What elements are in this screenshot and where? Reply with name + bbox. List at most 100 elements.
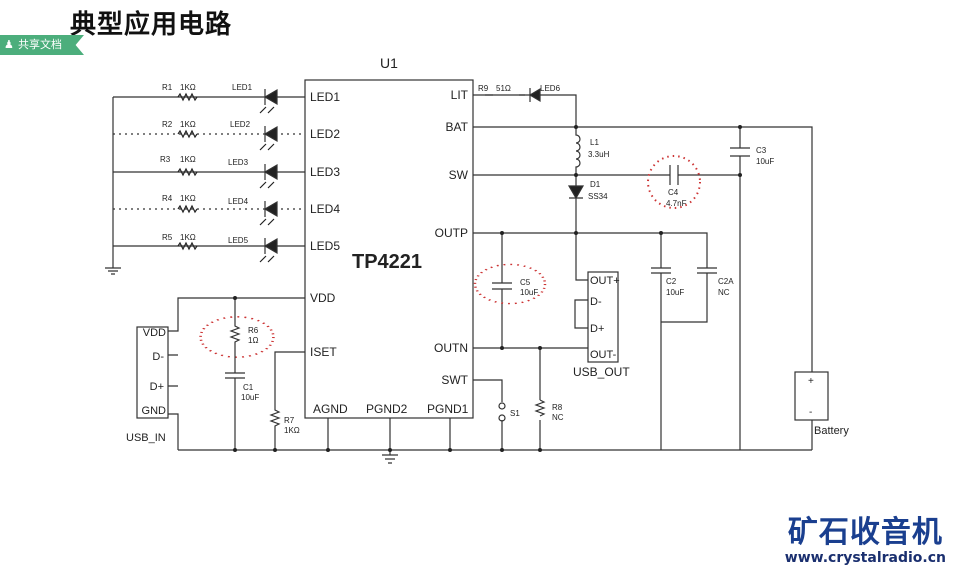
schematic-element: R5 <box>162 233 173 242</box>
schematic-element: LED1 LED2 LED3 LED4 LED5 VDD ISET LIT BA… <box>310 88 469 416</box>
schematic-element: NC <box>552 413 564 422</box>
pin-led4: LED4 <box>310 202 340 216</box>
schematic-element <box>233 296 237 300</box>
schematic-element <box>473 232 708 268</box>
pin-led1: LED1 <box>310 90 340 104</box>
schematic-element: D+ <box>150 381 164 393</box>
schematic-element: 1KΩ <box>180 83 196 92</box>
schematic-element: 3.3uH <box>588 150 610 159</box>
share-badge[interactable]: ♟ 共享文档 <box>0 35 84 55</box>
schematic-element: R4 <box>162 194 173 203</box>
schematic-element: 10uF <box>241 393 259 402</box>
schematic-element <box>177 88 278 263</box>
schematic-element: C1 <box>243 383 254 392</box>
schematic-element: OUT+ <box>590 275 620 287</box>
schematic-element <box>567 185 585 200</box>
page-title: 典型应用电路 <box>70 10 233 40</box>
light-arrow-icon <box>259 143 275 151</box>
schematic-element <box>448 448 452 452</box>
schematic-element: 1Ω <box>248 336 258 345</box>
schematic-element: LED5 <box>228 236 249 245</box>
schematic-element <box>113 133 305 210</box>
schematic-element: R6 <box>248 326 259 335</box>
schematic-element <box>574 299 588 329</box>
schematic-element <box>225 298 245 450</box>
resistor-icon <box>177 167 198 177</box>
chip-name: TP4221 <box>352 251 422 273</box>
light-arrow-icon <box>259 106 275 114</box>
schematic-element: 51Ω <box>496 84 511 93</box>
schematic-element <box>492 233 512 348</box>
schematic-element: R2 <box>162 120 173 129</box>
schematic-element <box>538 448 542 452</box>
schematic-element <box>647 155 701 209</box>
schematic-element <box>273 448 277 452</box>
schematic-element: OUT- <box>590 349 617 361</box>
share-badge-label: 共享文档 <box>18 38 62 51</box>
schematic-element <box>519 87 541 103</box>
schematic-element <box>326 448 330 452</box>
schematic-element: C4 <box>668 188 679 197</box>
pin-vdd: VDD <box>310 291 336 305</box>
schematic-element: VDD <box>143 327 166 339</box>
logo-url: www.crystalradio.cn <box>784 550 946 566</box>
schematic-element <box>538 346 542 350</box>
schematic-element <box>659 231 663 235</box>
pin-led2: LED2 <box>310 127 340 141</box>
schematic-element: 1KΩ <box>180 233 196 242</box>
pin-outp: OUTP <box>435 226 468 240</box>
schematic-element: 10uF <box>666 288 684 297</box>
schematic-element <box>574 173 578 177</box>
schematic-element: D- <box>152 351 164 363</box>
schematic-element: D+ <box>590 323 604 335</box>
pin-led5: LED5 <box>310 239 340 253</box>
light-arrow-icon <box>259 218 275 226</box>
pin-sw: SW <box>449 168 469 182</box>
schematic-element: 1KΩ <box>284 426 300 435</box>
battery-label: Battery <box>814 425 849 437</box>
schematic-element: LED1 <box>232 83 253 92</box>
schematic-element <box>473 94 577 127</box>
schematic-element <box>473 263 547 305</box>
schematic-element: R1 <box>162 83 173 92</box>
schematic-element <box>500 448 504 452</box>
pin-lit: LIT <box>451 88 469 102</box>
schematic-element <box>233 448 237 452</box>
schematic-element: C2 <box>666 277 677 286</box>
schematic-element <box>473 347 588 450</box>
schematic-element: S1 <box>510 409 520 418</box>
schematic-element <box>575 127 581 175</box>
schematic-element: D1 <box>590 180 601 189</box>
schematic-element <box>574 231 578 235</box>
pin-iset: ISET <box>310 345 337 359</box>
resistor-icon <box>177 92 198 102</box>
resistor-icon <box>177 129 198 139</box>
schematic-element <box>382 454 398 464</box>
schematic-element <box>660 273 708 450</box>
led-diode-icon <box>263 163 278 181</box>
user-icon: ♟ <box>4 38 14 51</box>
chip-u1 <box>304 79 474 419</box>
resistor-icon <box>177 204 198 214</box>
schematic-element <box>498 402 506 410</box>
pin-swt: SWT <box>441 373 468 387</box>
schematic-element <box>500 346 504 350</box>
pin-pgnd2: PGND2 <box>366 402 408 416</box>
schematic-element <box>587 271 619 363</box>
schematic-element <box>168 297 305 450</box>
schematic-element: 1KΩ <box>180 120 196 129</box>
led-diode-icon <box>263 237 278 255</box>
schematic-element <box>498 414 506 422</box>
site-logo: 矿石收音机 www.crystalradio.cn <box>784 515 946 567</box>
schematic-element: R3 <box>160 155 171 164</box>
schematic-element <box>730 127 750 450</box>
schematic-element: R9 <box>478 84 489 93</box>
resistor-icon <box>177 241 198 251</box>
schematic-element <box>534 399 546 417</box>
schematic-element <box>574 125 578 129</box>
light-arrow-icon <box>259 255 275 263</box>
led-diode-icon <box>263 88 278 106</box>
logo-name: 矿石收音机 <box>787 515 943 550</box>
